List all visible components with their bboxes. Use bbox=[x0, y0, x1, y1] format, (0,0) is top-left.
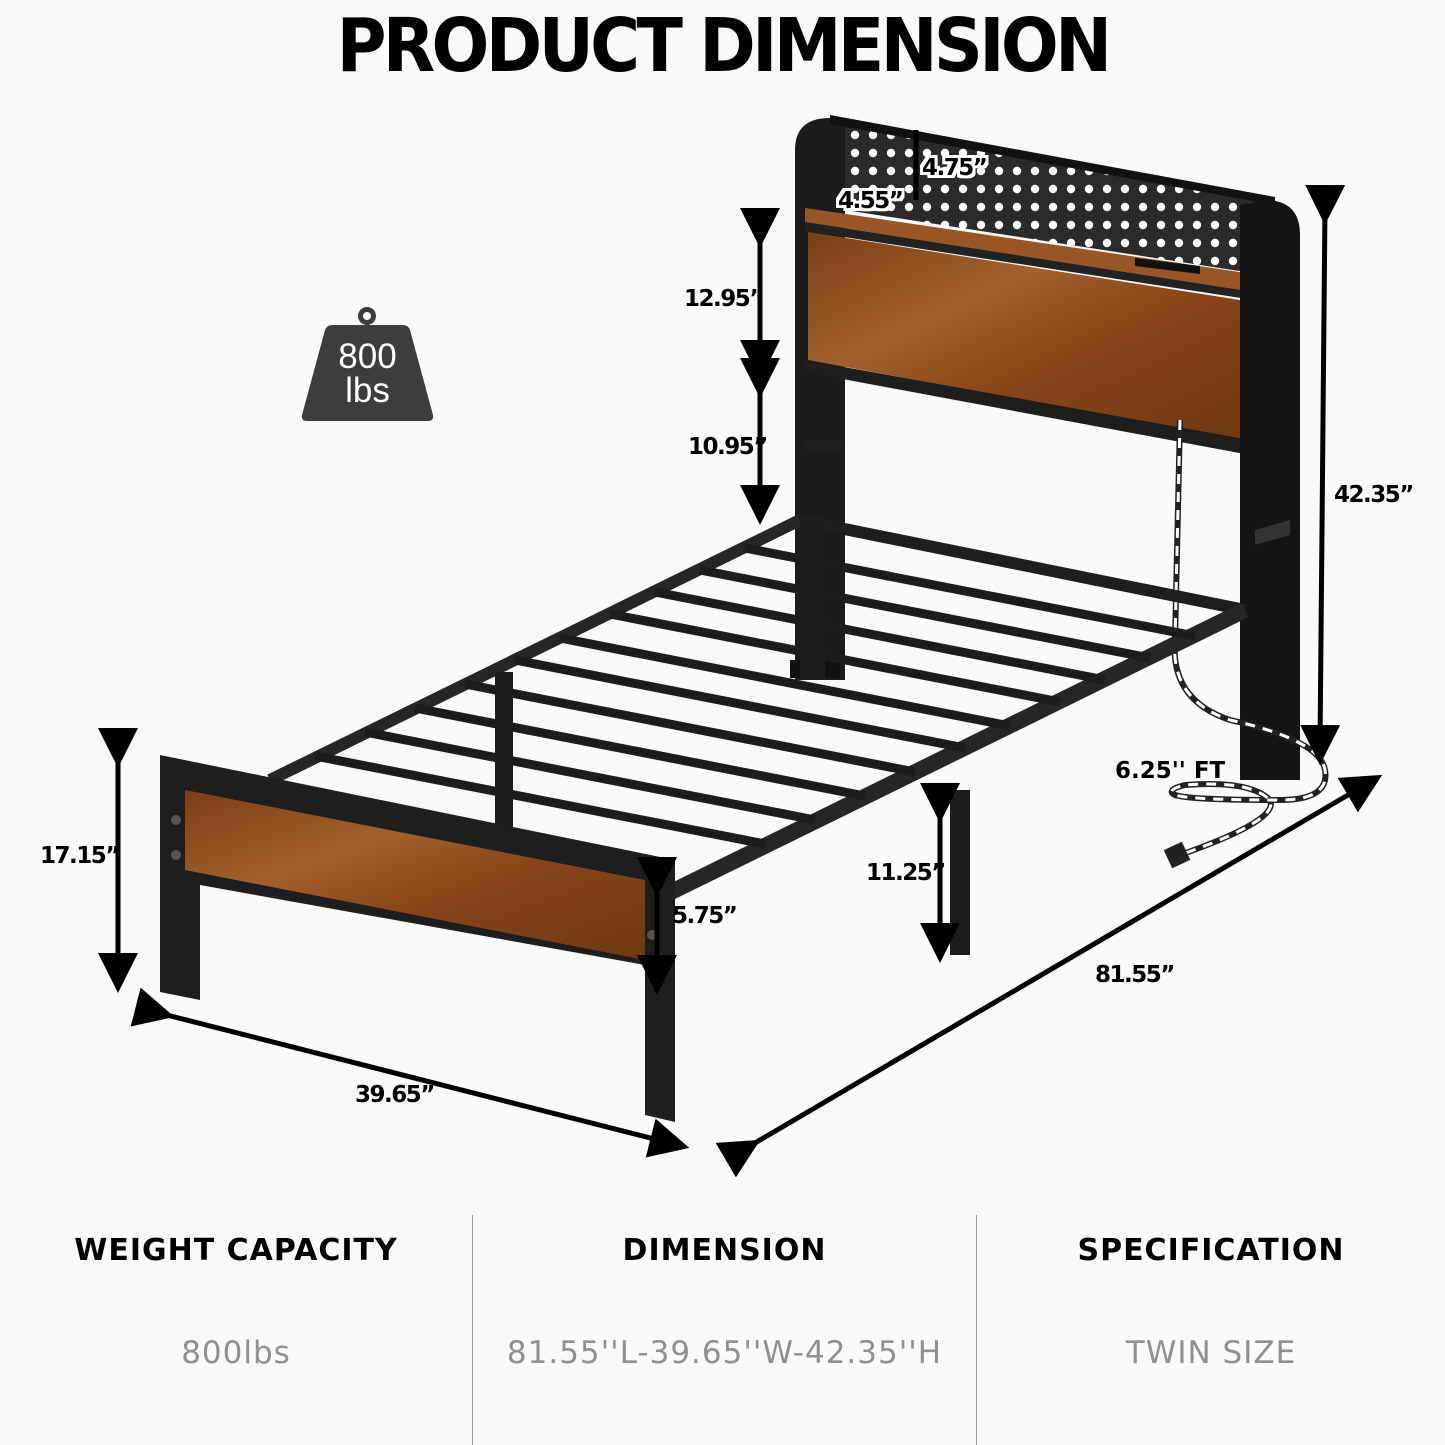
dimension-arrows bbox=[98, 130, 1383, 1178]
footboard-panel-label: 5.75” bbox=[672, 903, 738, 929]
headboard-panel-label: 12.95” bbox=[684, 286, 764, 312]
shelf-height-label: 4.75” bbox=[922, 155, 988, 181]
cord-length-label: 6.25'' FT bbox=[1115, 758, 1226, 784]
spec-heading: WEIGHT CAPACITY bbox=[74, 1233, 398, 1268]
spec-heading: DIMENSION bbox=[622, 1233, 827, 1268]
clearance-label: 11.25” bbox=[866, 860, 946, 886]
spec-divider bbox=[472, 1215, 473, 1445]
spec-dimension: DIMENSION 81.55''L-39.65''W-42.35''H bbox=[473, 1215, 976, 1445]
spec-value: TWIN SIZE bbox=[1125, 1335, 1297, 1371]
total-height-label: 42.35” bbox=[1334, 482, 1414, 508]
weight-unit: lbs bbox=[345, 371, 390, 410]
spec-value: 81.55''L-39.65''W-42.35''H bbox=[506, 1335, 943, 1371]
spec-value: 800lbs bbox=[181, 1335, 291, 1371]
length-label: 81.55” bbox=[1095, 962, 1175, 988]
headboard bbox=[790, 115, 1300, 780]
weight-icon bbox=[301, 307, 434, 421]
spec-weight-capacity: WEIGHT CAPACITY 800lbs bbox=[0, 1215, 472, 1445]
footboard-height-label: 17.15” bbox=[40, 843, 120, 869]
bed-frame-illustration bbox=[98, 115, 1383, 1178]
spec-specification: SPECIFICATION TWIN SIZE bbox=[977, 1215, 1445, 1445]
weight-value: 800 bbox=[338, 337, 397, 376]
spec-table: WEIGHT CAPACITY 800lbs DIMENSION 81.55''… bbox=[0, 1215, 1445, 1445]
spec-divider bbox=[976, 1215, 977, 1445]
plug-icon bbox=[1163, 841, 1191, 869]
width-label: 39.65” bbox=[355, 1082, 435, 1108]
weight-badge-text: 800 lbs bbox=[300, 337, 435, 410]
usb-outlet-icon bbox=[1135, 258, 1200, 274]
headboard-gap-label: 10.95” bbox=[688, 434, 768, 460]
page-title: PRODUCT DIMENSION bbox=[336, 3, 1113, 89]
shelf-depth-label: 4.55” bbox=[838, 188, 904, 214]
spec-heading: SPECIFICATION bbox=[1077, 1233, 1345, 1268]
